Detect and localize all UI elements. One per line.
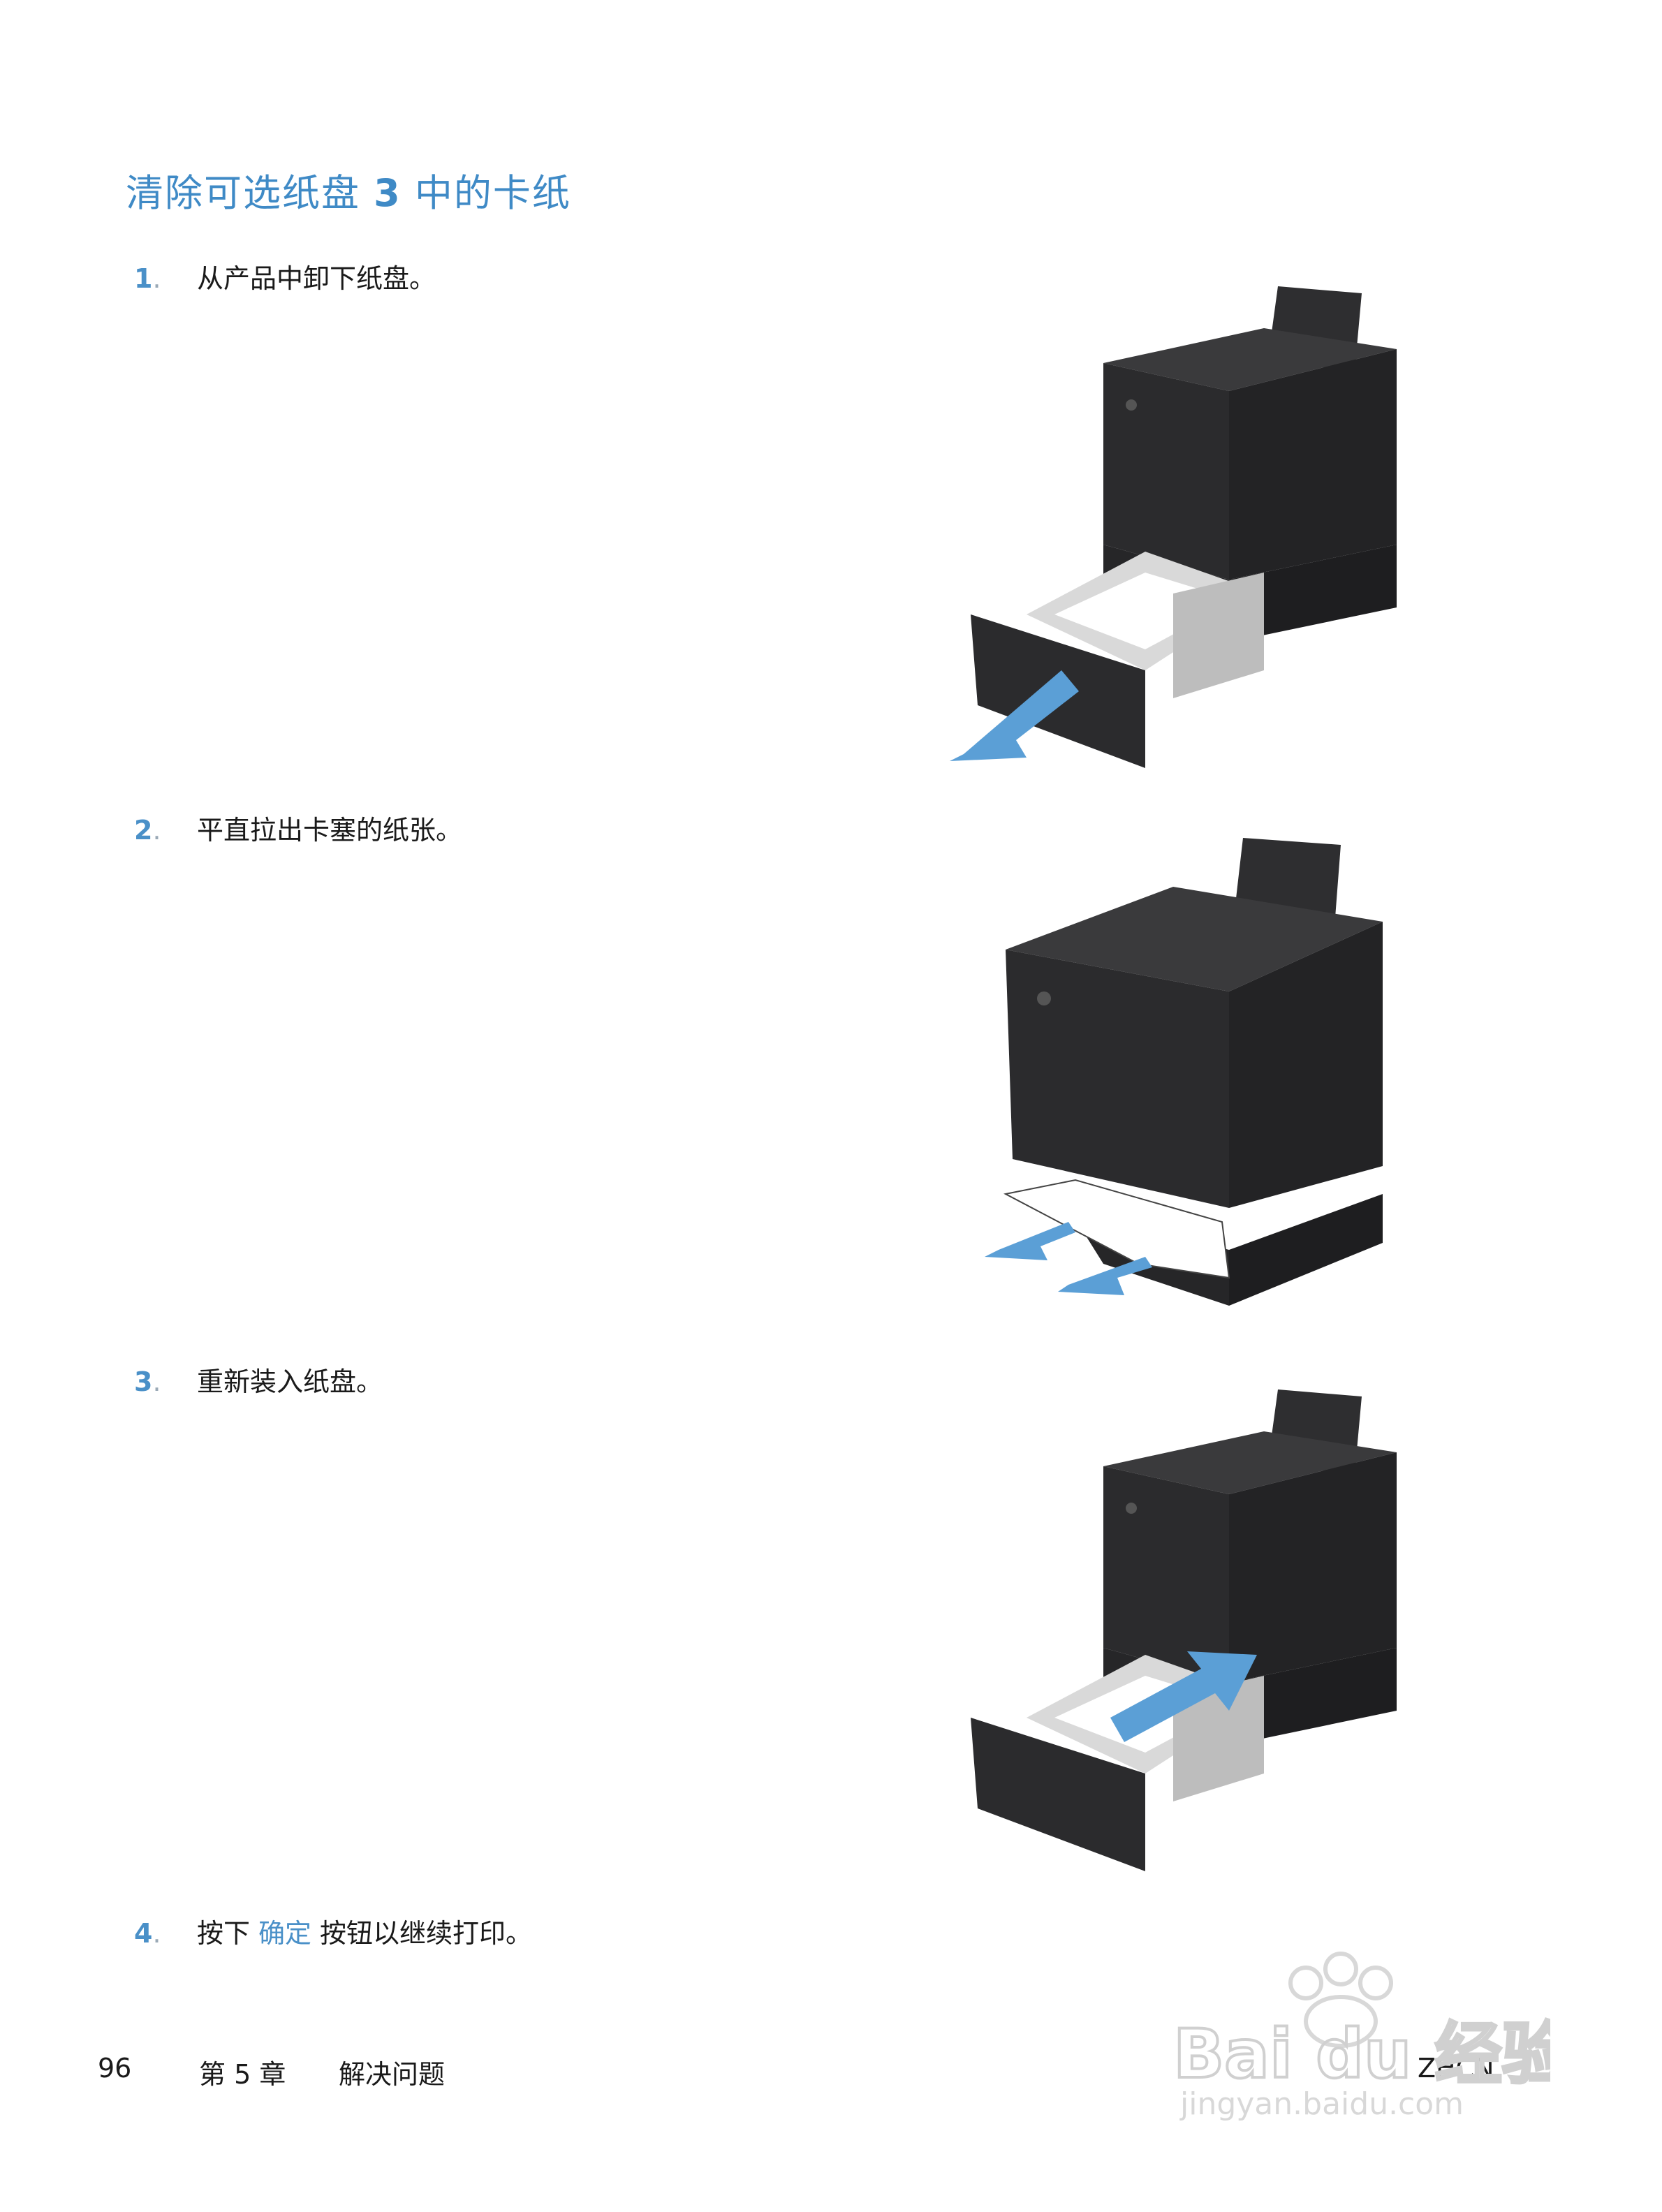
step-number: 3. — [134, 1366, 161, 1397]
step-number: 1. — [134, 263, 161, 294]
printer-tray-reinsert-illustration — [971, 1389, 1397, 1871]
title-prefix: 清除可选纸盘 — [126, 171, 360, 215]
step-text: 重新装入纸盘。 — [197, 1366, 383, 1397]
step-4: 4. 按下确定按钮以继续打印。 — [134, 1920, 532, 1947]
step-2: 2. 平直拉出卡塞的纸张。 — [134, 817, 462, 843]
title-suffix: 中的卡纸 — [414, 171, 571, 215]
watermark-url: jingyan.baidu.com — [1179, 2086, 1464, 2122]
step-1: 1. 从产品中卸下纸盘。 — [134, 265, 436, 292]
chapter-label: 第 5 章 — [199, 2059, 286, 2090]
page-title: 清除可选纸盘 3 中的卡纸 — [126, 162, 571, 217]
step-text-after: 按钮以继续打印。 — [320, 1918, 533, 1949]
language-code: ZHCN — [1418, 2053, 1494, 2084]
step-number: 4. — [134, 1918, 161, 1949]
step-text: 从产品中卸下纸盘。 — [197, 263, 436, 294]
watermark-brand: Bai du 经验 — [1173, 2015, 1550, 2093]
step-number: 2. — [134, 815, 161, 846]
printer-paper-pulled-illustration — [985, 838, 1383, 1306]
baidu-jingyan-watermark: Bai du 经验 jingyan.baidu.com — [1172, 1952, 1550, 2122]
section-label: 解决问题 — [339, 2059, 446, 2090]
step-3: 3. 重新装入纸盘。 — [134, 1369, 383, 1395]
step-text-before: 按下 — [197, 1918, 251, 1949]
printer-tray-removed-illustration — [950, 286, 1397, 768]
page-number: 96 — [98, 2053, 132, 2084]
step-text: 平直拉出卡塞的纸张。 — [197, 815, 463, 846]
ok-button-reference: 确定 — [258, 1918, 312, 1949]
title-number: 3 — [374, 171, 402, 215]
